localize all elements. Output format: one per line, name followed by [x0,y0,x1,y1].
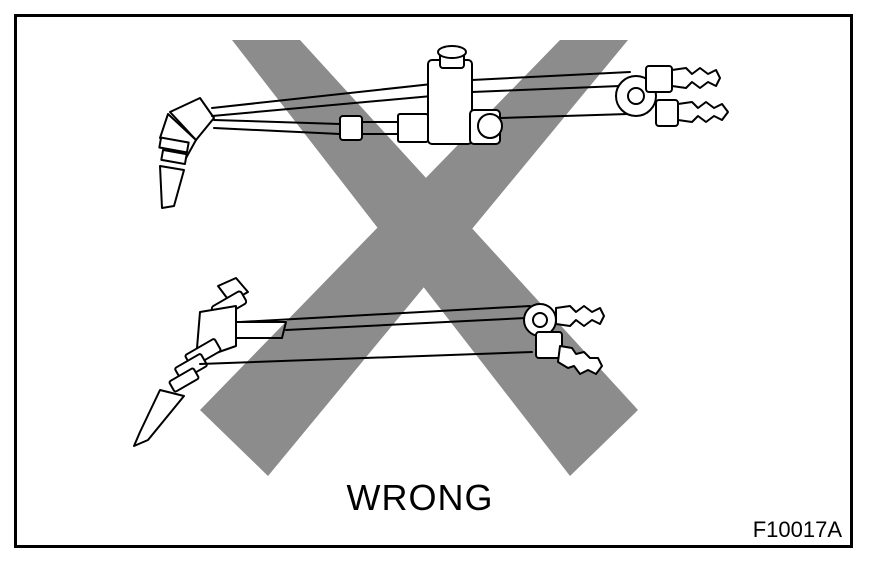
x-mark-icon [200,40,638,476]
welding-torch-icon [133,277,605,447]
cutting-torch-icon [158,45,729,209]
figure-caption: WRONG [346,477,494,518]
figure-code: F10017A [752,517,842,542]
